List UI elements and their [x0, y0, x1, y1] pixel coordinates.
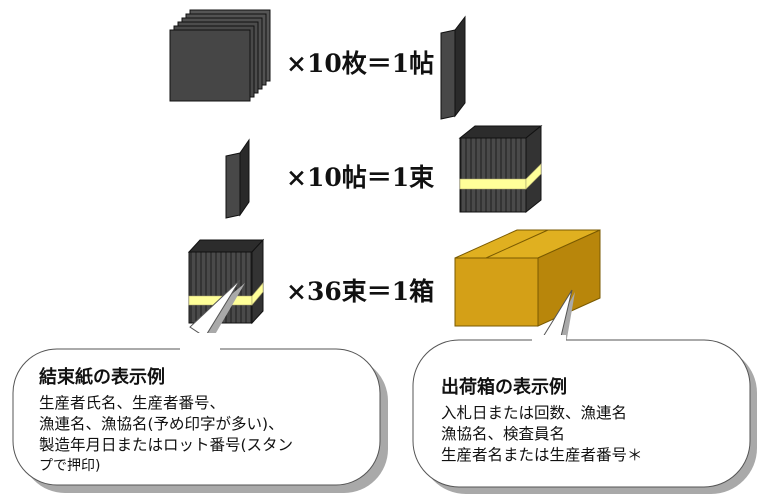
- callout-right-line: 入札日または回数、漁連名: [441, 404, 628, 422]
- callout-left-line: 漁連名、漁協名(予め印字が多い)、: [39, 415, 284, 433]
- callout-right-title: 出荷箱の表示例: [441, 377, 567, 398]
- jo-block-icon-2: [225, 138, 250, 219]
- callout-right-line: 生産者名または生産者番号＊: [441, 446, 643, 464]
- shipping-box-icon: [454, 229, 601, 327]
- equation-sheets-to-jo: ×10枚＝1帖: [286, 49, 435, 78]
- bundle-icon: [458, 124, 543, 214]
- callout-left-shape: [12, 279, 388, 493]
- callout-left-line: 製造年月日またはロット番号(スタン: [39, 436, 294, 454]
- callout-right: 出荷箱の表示例 入札日または回数、漁連名 漁協名、検査員名 生産者名または生産者…: [441, 373, 643, 466]
- callout-left-line: プで押印): [39, 458, 101, 474]
- equation-soku-to-hako: ×36束＝1箱: [286, 277, 435, 306]
- callout-left-title: 結束紙の表示例: [39, 367, 165, 388]
- sheet-stack-icon: [169, 9, 271, 102]
- callout-right-shape: [412, 289, 757, 494]
- callout-right-line: 漁協名、検査員名: [441, 425, 566, 443]
- callout-left-line: 生産者氏名、生産者番号、: [39, 394, 226, 412]
- equation-jo-to-soku: ×10帖＝1束: [286, 163, 435, 192]
- callout-left: 結束紙の表示例 生産者氏名、生産者番号、 漁連名、漁協名(予め印字が多い)、 製…: [39, 363, 293, 477]
- jo-block-icon: [440, 15, 466, 120]
